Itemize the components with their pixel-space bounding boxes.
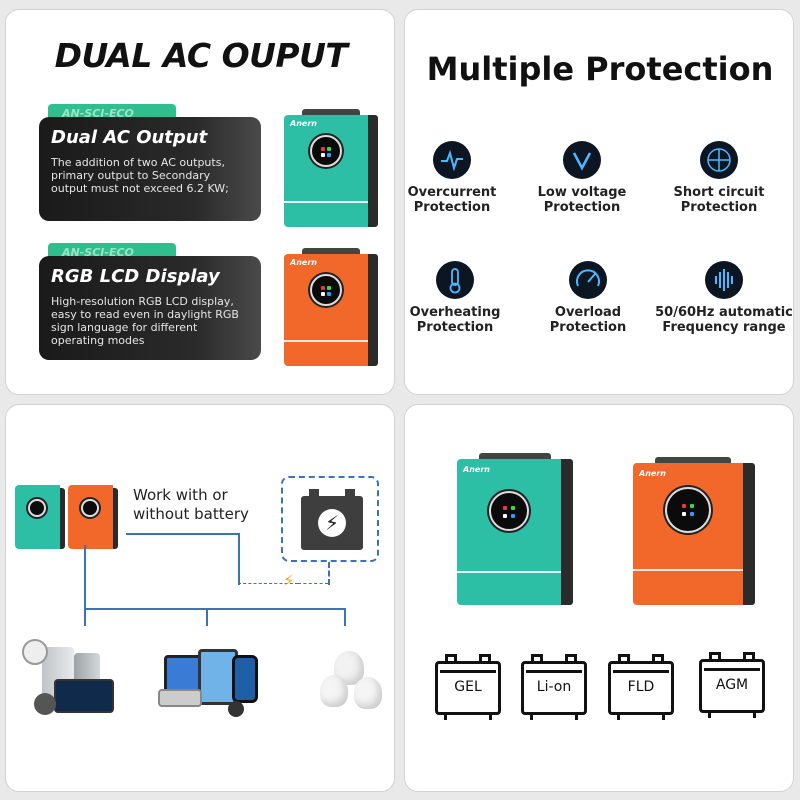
protection-item-overheating: Overheating Protection [405,261,520,335]
battery-type-agm: AGM [699,652,765,718]
battery-type-label: GEL [454,679,482,695]
battery-type-label: AGM [715,677,749,693]
protection-item-frequency: 50/60Hz automatic Frequency range [644,261,793,335]
connection-line [238,533,240,585]
connection-dashed-line [238,583,298,584]
battery-types-panel: Anern Anern GEL Li-on FLD AGM [404,404,794,792]
protection-label-line1: Overload [554,305,622,320]
battery-caption: Work with or without battery [133,486,249,524]
caption-line2: without battery [133,505,249,523]
connection-dashed-line [328,562,330,585]
protection-item-overcurrent: Overcurrent Protection [405,141,517,215]
heartbeat-icon [433,141,471,179]
orange-inverter-image [68,485,118,549]
protection-item-low-voltage: Low voltage Protection [517,141,647,215]
protection-label-line2: Protection [416,320,494,335]
protection-item-overload: Overload Protection [523,261,653,335]
electronics-image [158,643,273,723]
battery-type-label: FLD [627,679,655,695]
battery-dashed-box: ⚡ [281,476,379,562]
protection-label-line1: Low voltage [537,185,627,200]
teal-inverter-image: Anern [284,109,378,227]
card-text: The addition of two AC outputs, primary … [51,156,229,195]
protection-label-line2: Protection [413,200,491,215]
teal-inverter-image: Anern [457,453,573,605]
soundwave-icon [705,261,743,299]
light-bulbs-image [314,645,394,725]
gauge-icon [569,261,607,299]
circuit-icon [700,141,738,179]
connection-line [84,608,346,610]
battery-type-li-on: Li-on [521,654,587,720]
lightning-icon: ⚡ [283,571,295,590]
protection-label-line2: Protection [680,200,758,215]
teal-inverter-image [15,485,65,549]
card-heading: RGB LCD Display [51,266,220,287]
panel-title: DUAL AC OUPUT [54,36,348,75]
protection-label-line1: Overheating [409,305,501,320]
connection-line [206,608,208,626]
protection-label-line1: 50/60Hz automatic [655,305,793,320]
connection-line [84,545,86,625]
home-appliances-image [16,633,131,723]
battery-type-fld: FLD [608,654,674,720]
panel-title: Multiple Protection [426,50,774,88]
protection-label-line2: Protection [543,200,621,215]
battery-type-gel: GEL [435,654,501,720]
lightning-icon: ⚡ [318,509,346,537]
chevron-down-icon [563,141,601,179]
protection-item-short-circuit: Short circuit Protection [654,141,784,215]
multiple-protection-panel: Multiple Protection Overcurrent Protecti… [404,9,794,395]
protection-label-line2: Frequency range [662,320,786,335]
battery-type-label: Li-on [536,679,572,695]
connection-line [84,608,86,626]
card-text: High-resolution RGB LCD display, easy to… [51,295,239,347]
dual-ac-output-panel: DUAL AC OUPUT AN-SCI-ECO Dual AC Output … [5,9,395,395]
protection-label-line1: Overcurrent [407,185,497,200]
protection-label-line1: Short circuit [673,185,765,200]
connection-dashed-line [298,583,328,584]
battery-optional-panel: Work with or without battery ⚡ ⚡ [5,404,395,792]
connection-line [344,608,346,626]
card-heading: Dual AC Output [51,127,208,148]
dual-ac-card: Dual AC Output The addition of two AC ou… [39,117,261,221]
thermometer-icon [436,261,474,299]
caption-line1: Work with or [133,486,228,504]
protection-label-line2: Protection [549,320,627,335]
connection-line [126,533,240,535]
battery-icon: ⚡ [301,489,363,550]
orange-inverter-image: Anern [633,457,755,605]
rgb-lcd-card: RGB LCD Display High-resolution RGB LCD … [39,256,261,360]
orange-inverter-image: Anern [284,248,378,366]
